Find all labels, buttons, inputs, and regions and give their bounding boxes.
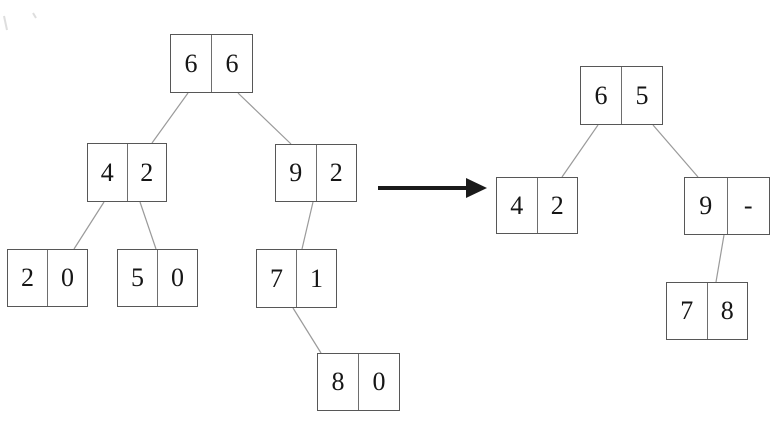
before-node-left-left-leaf: 2 0 [7, 249, 88, 307]
node-value-right: 2 [536, 178, 578, 233]
node-value-right: 0 [358, 354, 399, 410]
before-node-root: 6 6 [170, 34, 253, 93]
before-node-right-left-child: 7 1 [256, 249, 337, 308]
after-node-right-left-leaf: 7 8 [666, 282, 748, 340]
node-value-left: 9 [699, 191, 713, 220]
before-node-left-right-leaf: 5 0 [117, 249, 198, 307]
node-value-left: 9 [289, 158, 303, 187]
node-value-right: 8 [706, 283, 748, 339]
edge-before-left-to-leftleft [73, 201, 105, 250]
node-value-left: 4 [100, 157, 114, 187]
scan-artifact [3, 12, 37, 31]
node-value-right: 0 [47, 250, 87, 306]
node-value-right: 2 [126, 144, 167, 201]
before-node-deep-leaf: 8 0 [317, 353, 400, 411]
after-node-root: 6 5 [580, 66, 663, 125]
node-value-right: 5 [621, 67, 662, 124]
node-value-left: 2 [21, 263, 34, 292]
node-value-left: 7 [680, 296, 694, 325]
edge-after-right-to-rightleft [715, 234, 725, 283]
after-node-right-child: 9 - [684, 177, 770, 235]
after-node-left-child: 4 2 [496, 177, 578, 234]
node-value-right: - [726, 178, 770, 234]
edge-before-root-to-right [237, 92, 292, 145]
node-value-right: 6 [211, 35, 252, 92]
node-value-right: 0 [157, 250, 197, 306]
node-value-right: 2 [315, 145, 357, 201]
node-value-left: 6 [594, 80, 608, 110]
edge-before-rightleft-to-deepleaf [292, 307, 322, 354]
edge-before-left-to-leftright [139, 201, 157, 250]
node-value-left: 6 [184, 48, 198, 78]
edge-after-root-to-right [652, 124, 699, 178]
edge-before-root-to-left [151, 92, 189, 144]
node-value-left: 5 [131, 263, 144, 292]
node-value-left: 4 [510, 190, 524, 220]
edge-after-root-to-left [561, 124, 599, 178]
node-value-right: 1 [296, 250, 336, 307]
before-node-right-child: 9 2 [275, 144, 357, 202]
node-value-left: 7 [270, 263, 283, 293]
edge-before-right-to-rightleft [301, 201, 314, 250]
node-value-left: 8 [331, 367, 345, 396]
transformation-arrow [378, 178, 487, 198]
before-node-left-child: 4 2 [87, 143, 167, 202]
